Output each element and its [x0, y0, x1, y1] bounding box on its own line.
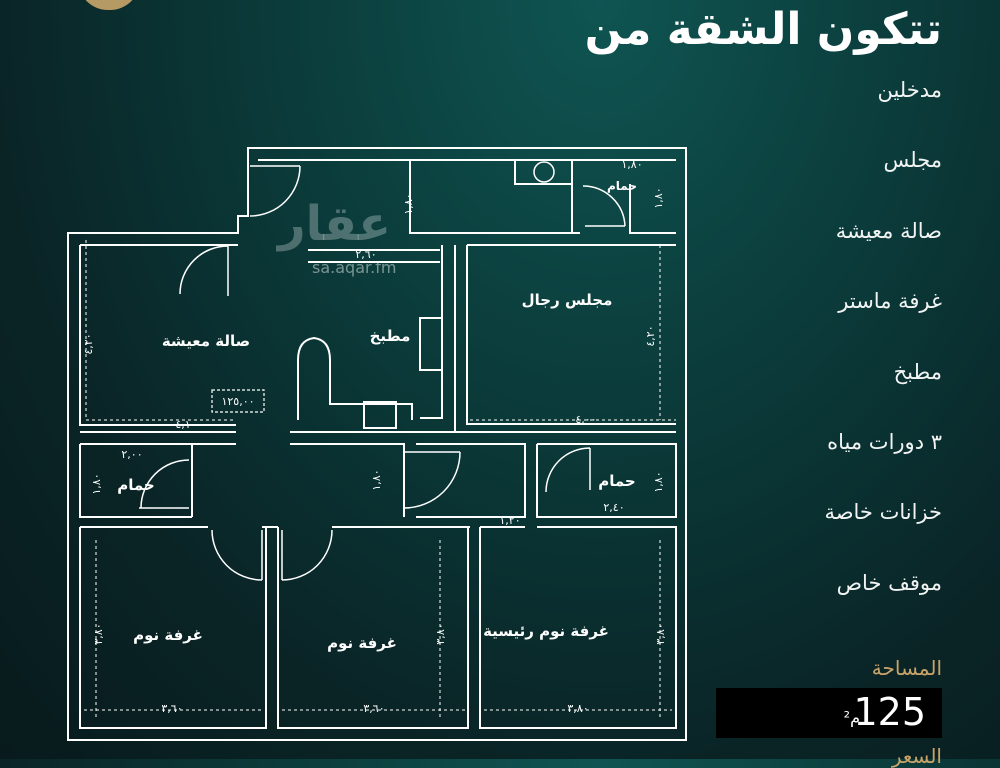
- feature-item: صالة معيشة: [835, 218, 942, 243]
- stove: [363, 401, 397, 429]
- room-label-living: صالة معيشة: [162, 332, 250, 350]
- feature-item: مطبخ: [893, 359, 942, 384]
- area-value: 125: [853, 690, 926, 734]
- dim-label: ٤,١٠: [175, 418, 196, 431]
- door-swing: [281, 529, 333, 581]
- feature-item: مجلس: [883, 148, 942, 173]
- room-label-bath1: حمام: [117, 476, 155, 494]
- wall: [79, 443, 236, 518]
- room-label-majlis: مجلس رجال: [522, 291, 613, 309]
- dim-label: ٢,٠٠: [121, 448, 142, 461]
- counter: [308, 249, 440, 263]
- wall: [290, 443, 405, 517]
- logo-badge: [78, 0, 140, 10]
- dim-label: ٣,٦٠: [161, 702, 182, 715]
- door-swing: [211, 529, 263, 581]
- feature-item: ٣ دورات مياه: [827, 429, 942, 454]
- dim-line: [470, 245, 676, 421]
- wall: [79, 245, 236, 426]
- dim-label: ١٢٥,٠٠: [221, 395, 254, 408]
- dim-label: ١,٨٠: [652, 471, 665, 492]
- dim-label: ١,٨٠: [370, 469, 383, 490]
- dim-label: ٣,٦٠: [363, 702, 384, 715]
- water-heater-icon: [533, 161, 555, 183]
- door-swing: [545, 447, 591, 493]
- room-label-bed1: غرفة نوم: [133, 626, 203, 644]
- area-unit: م²: [843, 708, 860, 727]
- wall: [416, 443, 526, 518]
- dim-label: ٢,٦٠: [355, 248, 376, 261]
- dim-line: [84, 540, 262, 720]
- feature-item: غرفة ماستر: [838, 289, 942, 314]
- wall: [479, 526, 677, 729]
- wall: [466, 244, 676, 425]
- dim-label: ٣,٨٠: [654, 623, 667, 644]
- wall: [514, 160, 573, 185]
- area-label: المساحة: [871, 656, 942, 680]
- dim-label: ٣,٨٠: [567, 702, 588, 715]
- watermark-logo: عقار: [278, 196, 391, 252]
- dim-line: [282, 540, 466, 720]
- dim-label: ٤,٢٠: [644, 325, 657, 346]
- dim-label: ٣,٨٠: [434, 623, 447, 644]
- door-swing: [403, 451, 461, 509]
- room-label-master: غرفة نوم رئيسية: [483, 622, 609, 640]
- dim-label: ٤,٠٠: [575, 413, 596, 426]
- door-swing: [249, 165, 301, 217]
- outer-wall: [67, 147, 687, 741]
- dim-label: ١,٨٠: [652, 187, 665, 208]
- dim-label: ١,٢٠: [499, 514, 520, 527]
- room-label-bed2: غرفة نوم: [327, 634, 397, 652]
- feature-list: مدخلين مجلس صالة معيشة غرفة ماستر مطبخ ٣…: [702, 78, 942, 641]
- wall: [409, 160, 580, 234]
- dim-label: ٣,٨٠: [92, 623, 105, 644]
- door-swing: [179, 245, 229, 296]
- sink: [419, 317, 443, 371]
- area-tag: [211, 389, 265, 413]
- wall: [79, 527, 267, 729]
- page-title: تتكون الشقة من: [584, 4, 942, 55]
- watermark-url: sa.aqar.fm: [312, 258, 397, 277]
- room-label-bath2: حمام: [607, 179, 637, 194]
- dim-label: ١,٨٠: [90, 473, 103, 494]
- dim-label: ٤,٢٠: [82, 333, 95, 354]
- room-label-kitchen: مطبخ: [370, 327, 411, 345]
- room-label-bath3: حمام: [598, 472, 636, 490]
- wall: [629, 184, 676, 234]
- dim-label: ٢,٤٠: [603, 501, 624, 514]
- area-box: 125 م²: [716, 688, 942, 738]
- wall: [297, 336, 413, 420]
- door-swing: [139, 459, 190, 509]
- feature-item: موقف خاص: [836, 570, 942, 595]
- dim-label: ١,٨٠: [621, 158, 642, 171]
- wall: [536, 443, 677, 518]
- feature-item: خزانات خاصة: [824, 500, 942, 525]
- dim-label: ١,٨٠: [402, 193, 415, 214]
- door-swing: [582, 185, 626, 227]
- wall: [277, 527, 469, 729]
- wall: [420, 245, 443, 419]
- dim-line: [484, 540, 672, 720]
- feature-item: مدخلين: [877, 78, 942, 102]
